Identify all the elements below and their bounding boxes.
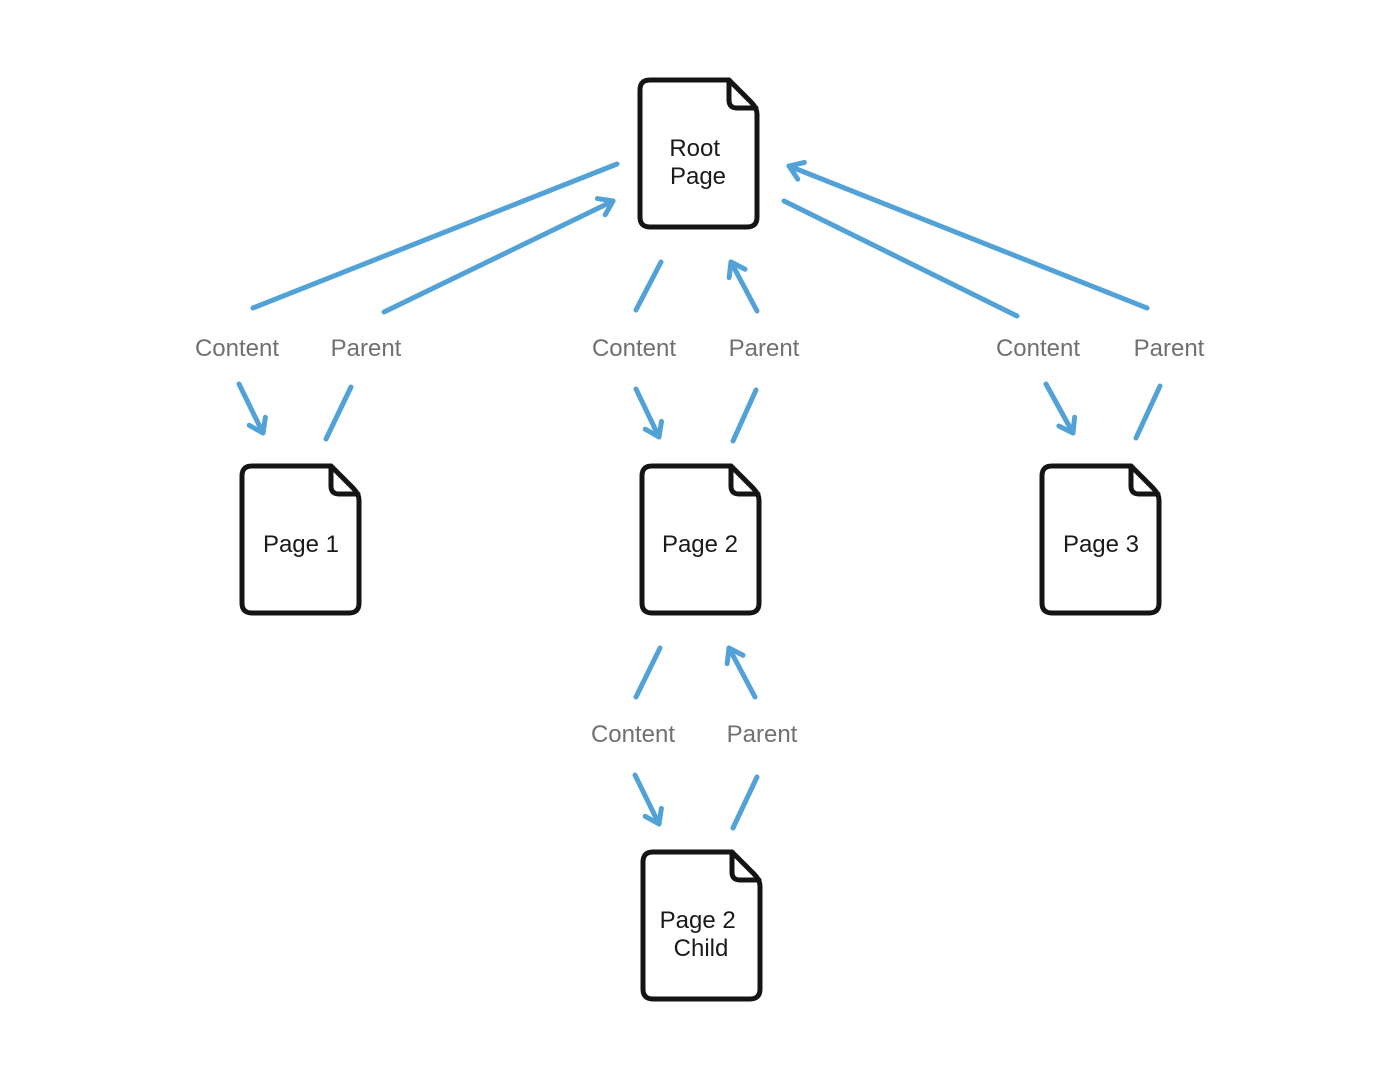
arrow-content-page2-to-child-lower (632, 772, 664, 827)
arrow-content-root-to-page3-lower (1043, 381, 1078, 436)
label-parent-page3-root: Parent (1134, 335, 1205, 362)
arrow-parent-child-to-page2-lower (730, 774, 760, 831)
link-labels: Content Parent Content Parent Content Pa… (195, 335, 1205, 748)
page-2-child-label-line2: Child (674, 935, 729, 962)
node-page-3: Page 3 (1042, 466, 1159, 613)
arrow-parent-page2-to-root-lower (730, 387, 759, 444)
label-content-root-page1: Content (195, 335, 279, 362)
label-content-root-page3: Content (996, 335, 1080, 362)
page-1-label-line1: Page 1 (263, 531, 339, 558)
page-3-label: Page 3 (1063, 531, 1139, 558)
label-parent-page1-root: Parent (331, 335, 402, 362)
page-2-child-label-line1: Page 2 (660, 907, 736, 934)
arrow-parent-page1-to-root-upper (381, 196, 616, 315)
arrow-content-root-to-page3-upper (781, 198, 1020, 319)
arrow-content-root-to-page1-upper (250, 161, 620, 311)
page-2-child-label: Page 2 Child (660, 907, 743, 962)
label-content-root-page2: Content (592, 335, 676, 362)
page-3-label-line1: Page 3 (1063, 531, 1139, 558)
node-page-2-child: Page 2 Child (643, 852, 760, 999)
node-page-1: Page 1 (242, 466, 359, 613)
arrow-parent-page3-to-root-upper (786, 159, 1150, 311)
node-page-2: Page 2 (642, 466, 759, 613)
arrow-parent-page2-to-root-upper (726, 259, 760, 314)
arrow-content-page2-to-child-upper (633, 645, 663, 700)
arrow-parent-page3-to-root-lower (1133, 383, 1163, 441)
arrow-parent-child-to-page2-upper (724, 645, 758, 700)
root-page-label-line1: Root (669, 135, 720, 162)
root-page-label-line2: Page (670, 163, 726, 190)
arrow-content-root-to-page2-lower (633, 386, 664, 440)
arrow-content-root-to-page2-upper (633, 259, 664, 313)
node-root-page: Root Page (640, 80, 757, 227)
link-arrows (236, 159, 1163, 831)
root-page-label: Root Page (669, 135, 726, 190)
page-2-label-line1: Page 2 (662, 531, 738, 558)
page-2-label: Page 2 (662, 531, 738, 558)
label-parent-child-page2: Parent (727, 721, 798, 748)
label-content-page2-child: Content (591, 721, 675, 748)
label-parent-page2-root: Parent (729, 335, 800, 362)
page-1-label: Page 1 (263, 531, 339, 558)
arrow-content-root-to-page1-lower (236, 381, 268, 436)
arrow-parent-page1-to-root-lower (323, 384, 354, 442)
